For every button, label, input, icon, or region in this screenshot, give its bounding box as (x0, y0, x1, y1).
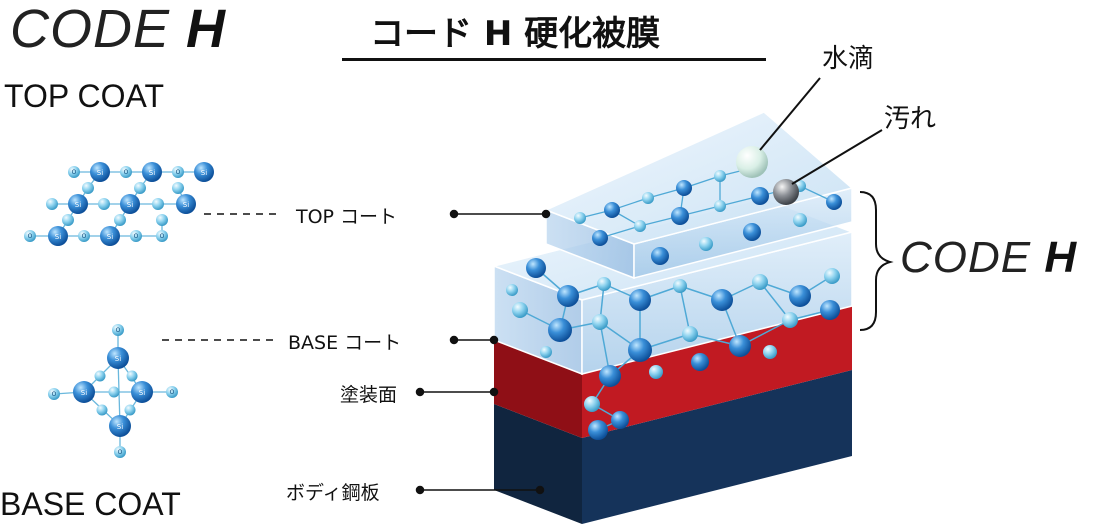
o-label: O (176, 169, 181, 176)
code-h-brace (859, 191, 894, 331)
o-label: O (124, 169, 129, 176)
si-label: Si (117, 423, 123, 431)
si-label: Si (127, 201, 133, 209)
logo-h-text: H (186, 0, 227, 59)
logo-code-text: CODE (10, 0, 171, 59)
top-coat-atoms (574, 159, 842, 265)
water-drop-leader (759, 77, 821, 151)
painted-surface-layer (494, 306, 852, 438)
base-coat-label: BASE コート (288, 332, 402, 354)
code-h-logo: CODE H (10, 2, 226, 56)
water-drop-label: 水滴 (822, 44, 875, 74)
top-coat-block (544, 111, 854, 280)
dashed-connectors (162, 213, 282, 341)
label-leaders (415, 209, 551, 495)
water-drop (736, 146, 768, 178)
o-label: O (134, 233, 139, 240)
brand-code-text: CODE (900, 233, 1032, 282)
body-steel-label: ボディ鋼板 (286, 482, 380, 504)
o-label: O (160, 233, 165, 240)
si-label: Si (139, 389, 145, 397)
o-label: O (82, 233, 87, 240)
o-label: O (28, 233, 33, 240)
dirt-particle (773, 179, 799, 205)
si-label: Si (107, 233, 113, 241)
o-label: O (52, 391, 57, 398)
atom-letters: Si Si Si Si Si Si Si Si Si Si Si Si (55, 169, 207, 431)
base-coat-title: BASE COAT (0, 486, 181, 522)
si-label: Si (115, 355, 121, 363)
si-label: Si (55, 233, 61, 241)
code-h-brand-right: CODE H (900, 236, 1077, 280)
si-label: Si (201, 169, 207, 177)
top-coat-title: TOP COAT (4, 78, 165, 114)
body-steel-layer (494, 370, 852, 524)
base-coat-molecule-atoms (48, 324, 178, 458)
si-label: Si (97, 169, 103, 177)
dirt-label: 汚れ (884, 104, 937, 134)
diagram-heading: コード H 硬化被膜 (370, 14, 661, 54)
o-label: O (118, 449, 123, 456)
heading-underline (342, 58, 766, 61)
dirt-leader (791, 129, 883, 185)
top-coat-molecule-atoms (24, 162, 214, 246)
si-label: Si (149, 169, 155, 177)
painted-surface-label: 塗装面 (340, 384, 398, 406)
base-coat-atoms (506, 258, 840, 440)
si-label: Si (75, 201, 81, 209)
o-label: O (116, 327, 121, 334)
o-label: O (72, 169, 77, 176)
si-label: Si (183, 201, 189, 209)
si-label: Si (81, 389, 87, 397)
o-label: O (170, 389, 175, 396)
brand-h-text: H (1044, 233, 1078, 282)
top-coat-label: TOP コート (296, 206, 398, 228)
oxygen-letters: O O O O O O O O O O O (28, 169, 181, 456)
